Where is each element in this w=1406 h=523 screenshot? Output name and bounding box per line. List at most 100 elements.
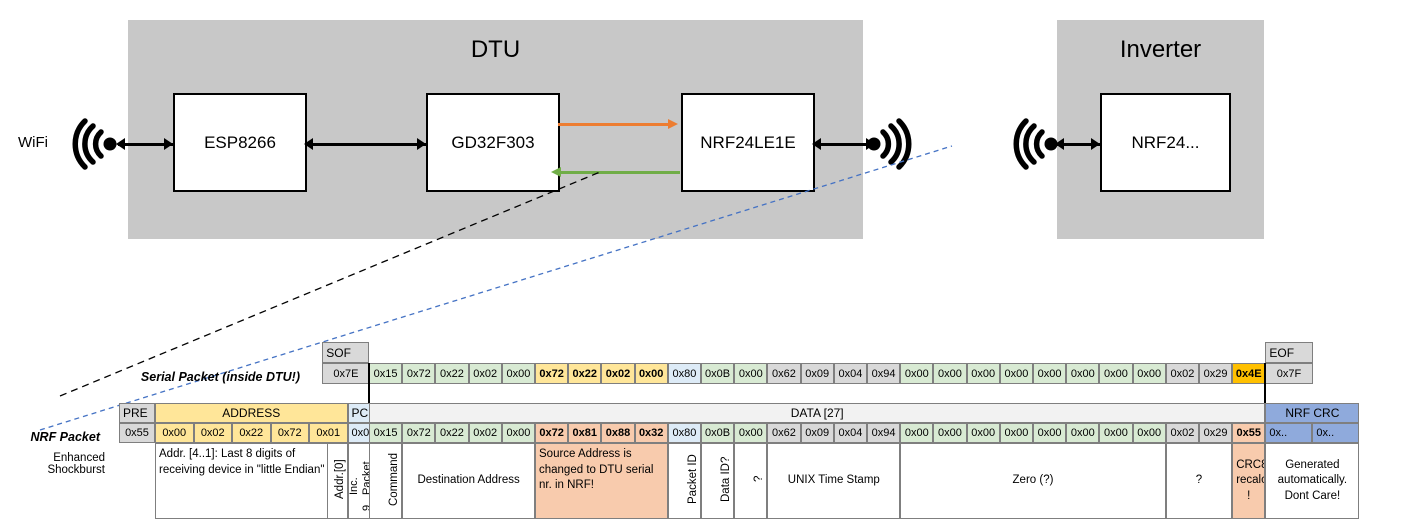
serial-byte-3: 0x02 (468, 363, 502, 384)
antenna-icon-wifi (68, 118, 120, 175)
chip-gd32f303-label: GD32F303 (451, 132, 535, 152)
arrowhead-rx-green (551, 167, 561, 177)
arrowhead-left-wifi (116, 138, 125, 150)
annotation-packet-id-text: Packet ID (686, 454, 699, 504)
annotation-destination-address: Destination Address (402, 443, 535, 519)
annotation-data-id-text: Data ID? (720, 456, 733, 502)
annotation-address-text: Addr. [4..1]: Last 8 digits of receiving… (159, 448, 325, 476)
annotation-source-address-text: Source Address is changed to DTU serial … (539, 448, 654, 492)
dtu-title: DTU (470, 36, 521, 63)
nrf-data-byte-9: 0x80 (667, 423, 701, 443)
annotation-unknown-1-text: ? (753, 475, 766, 483)
serial-sof-value: 0x7E (322, 363, 370, 384)
nrf-data-byte-11: 0x00 (734, 423, 768, 443)
serial-byte-24: 0x02 (1165, 363, 1199, 384)
serial-byte-8: 0x00 (634, 363, 668, 384)
serial-byte-15: 0x94 (867, 363, 901, 384)
nrf-address-byte-2: 0x22 (232, 423, 271, 443)
serial-eof-header: EOF (1265, 342, 1313, 363)
serial-byte-9: 0x80 (667, 363, 701, 384)
chip-nrf24le1e-label: NRF24LE1E (700, 132, 796, 152)
nrf-data-byte-17: 0x00 (933, 423, 967, 443)
annotation-addr0-text: Addr.[0] (333, 459, 346, 499)
serial-byte-7: 0x02 (601, 363, 635, 384)
inverter-title: Inverter (1119, 36, 1202, 63)
annotation-zero-text: Zero (?) (1012, 474, 1054, 487)
arrowhead-right-esp-gd32 (417, 138, 426, 150)
serial-eof-value: 0x7F (1265, 363, 1313, 384)
nrf-header-pre: PRE (119, 403, 155, 423)
label-nrf-packet: NRF Packet (30, 430, 100, 444)
serial-byte-0: 0x15 (369, 363, 403, 384)
nrf-crc-byte-0: 0x.. (1265, 423, 1313, 443)
nrf-data-byte-19: 0x00 (999, 423, 1033, 443)
nrf-data-byte-7: 0x88 (601, 423, 635, 443)
nrf-address-byte-3: 0x72 (270, 423, 309, 443)
serial-byte-11: 0x00 (734, 363, 768, 384)
nrf-header-data: DATA [27] (369, 403, 1266, 423)
serial-sof-header: SOF (322, 342, 370, 363)
serial-byte-21: 0x00 (1066, 363, 1100, 384)
nrf-header-crc: NRF CRC (1265, 403, 1360, 423)
chip-gd32f303: GD32F303 (426, 93, 560, 192)
link-esp-gd32 (305, 143, 426, 146)
arrowhead-left-esp-gd32 (304, 138, 313, 150)
arrowhead-left-nrf-dtu (812, 138, 821, 150)
serial-byte-6: 0x22 (568, 363, 602, 384)
annotation-nrf-crc: Generated automatically. Dont Care! (1265, 443, 1360, 519)
nrf-data-byte-22: 0x00 (1099, 423, 1133, 443)
nrf-data-byte-10: 0x0B (701, 423, 735, 443)
block-diagram: DTU Inverter WiFi ESP8266 GD32F303 NRF24… (18, 20, 1264, 239)
serial-byte-20: 0x00 (1033, 363, 1067, 384)
annotation-packet-id: Packet ID (667, 443, 701, 519)
serial-byte-17: 0x00 (933, 363, 967, 384)
annotation-addr0: Addr.[0] (326, 443, 348, 519)
nrf-data-byte-25: 0x29 (1199, 423, 1233, 443)
chip-nrf24-label: NRF24... (1131, 132, 1200, 152)
nrf-data-byte-15: 0x94 (867, 423, 901, 443)
label-serial-packet: Serial Packet (inside DTU!) (140, 370, 300, 384)
annotation-nrf-crc-text: Generated automatically. Dont Care! (1277, 458, 1348, 502)
serial-byte-4: 0x00 (501, 363, 535, 384)
nrf-address-byte-0: 0x00 (155, 423, 194, 443)
nrf-data-byte-13: 0x09 (800, 423, 834, 443)
nrf-data-byte-6: 0x81 (568, 423, 602, 443)
nrf-address-byte-1: 0x02 (193, 423, 232, 443)
annotation-address: Addr. [4..1]: Last 8 digits of receiving… (155, 443, 348, 519)
arrowhead-right-inv (1091, 138, 1100, 150)
annotation-unknown-2-text: ? (1195, 474, 1203, 487)
serial-byte-19: 0x00 (999, 363, 1033, 384)
nrf-data-byte-26: 0x55 (1232, 423, 1266, 443)
serial-byte-13: 0x09 (800, 363, 834, 384)
annotation-zero: Zero (?) (900, 443, 1166, 519)
serial-byte-14: 0x04 (833, 363, 867, 384)
nrf-data-byte-2: 0x22 (435, 423, 469, 443)
nrf-data-byte-21: 0x00 (1066, 423, 1100, 443)
nrf-data-byte-20: 0x00 (1033, 423, 1067, 443)
arrowhead-left-inv (1055, 138, 1064, 150)
nrf-data-byte-16: 0x00 (900, 423, 934, 443)
antenna-icon-dtu (864, 118, 916, 175)
link-wifi-esp (118, 143, 173, 146)
annotation-command: Command (369, 443, 403, 519)
annotation-crc8: CRC8 recalc. ! (1232, 443, 1266, 519)
annotation-command-text: Command (388, 452, 401, 506)
chip-esp8266: ESP8266 (173, 93, 307, 192)
nrf-data-byte-5: 0x72 (535, 423, 569, 443)
nrf-data-byte-24: 0x02 (1165, 423, 1199, 443)
chip-esp8266-label: ESP8266 (204, 132, 276, 152)
nrf-pre-value: 0x55 (119, 423, 155, 443)
serial-byte-16: 0x00 (900, 363, 934, 384)
arrowhead-right-esp (164, 138, 173, 150)
link-antenna-nrf24 (1057, 143, 1100, 146)
packet-tables: Serial Packet (inside DTU!) NRF Packet E… (0, 330, 1406, 523)
label-enhanced-shockburst: Enhanced Shockburst (47, 452, 105, 476)
arrow-rx-green (560, 171, 680, 174)
chip-nrf24le1e: NRF24LE1E (681, 93, 815, 192)
serial-byte-12: 0x62 (767, 363, 801, 384)
annotation-unknown-1: ? (734, 443, 768, 519)
nrf-data-byte-0: 0x15 (369, 423, 403, 443)
serial-byte-22: 0x00 (1099, 363, 1133, 384)
serial-byte-23: 0x00 (1132, 363, 1166, 384)
nrf-data-byte-14: 0x04 (833, 423, 867, 443)
